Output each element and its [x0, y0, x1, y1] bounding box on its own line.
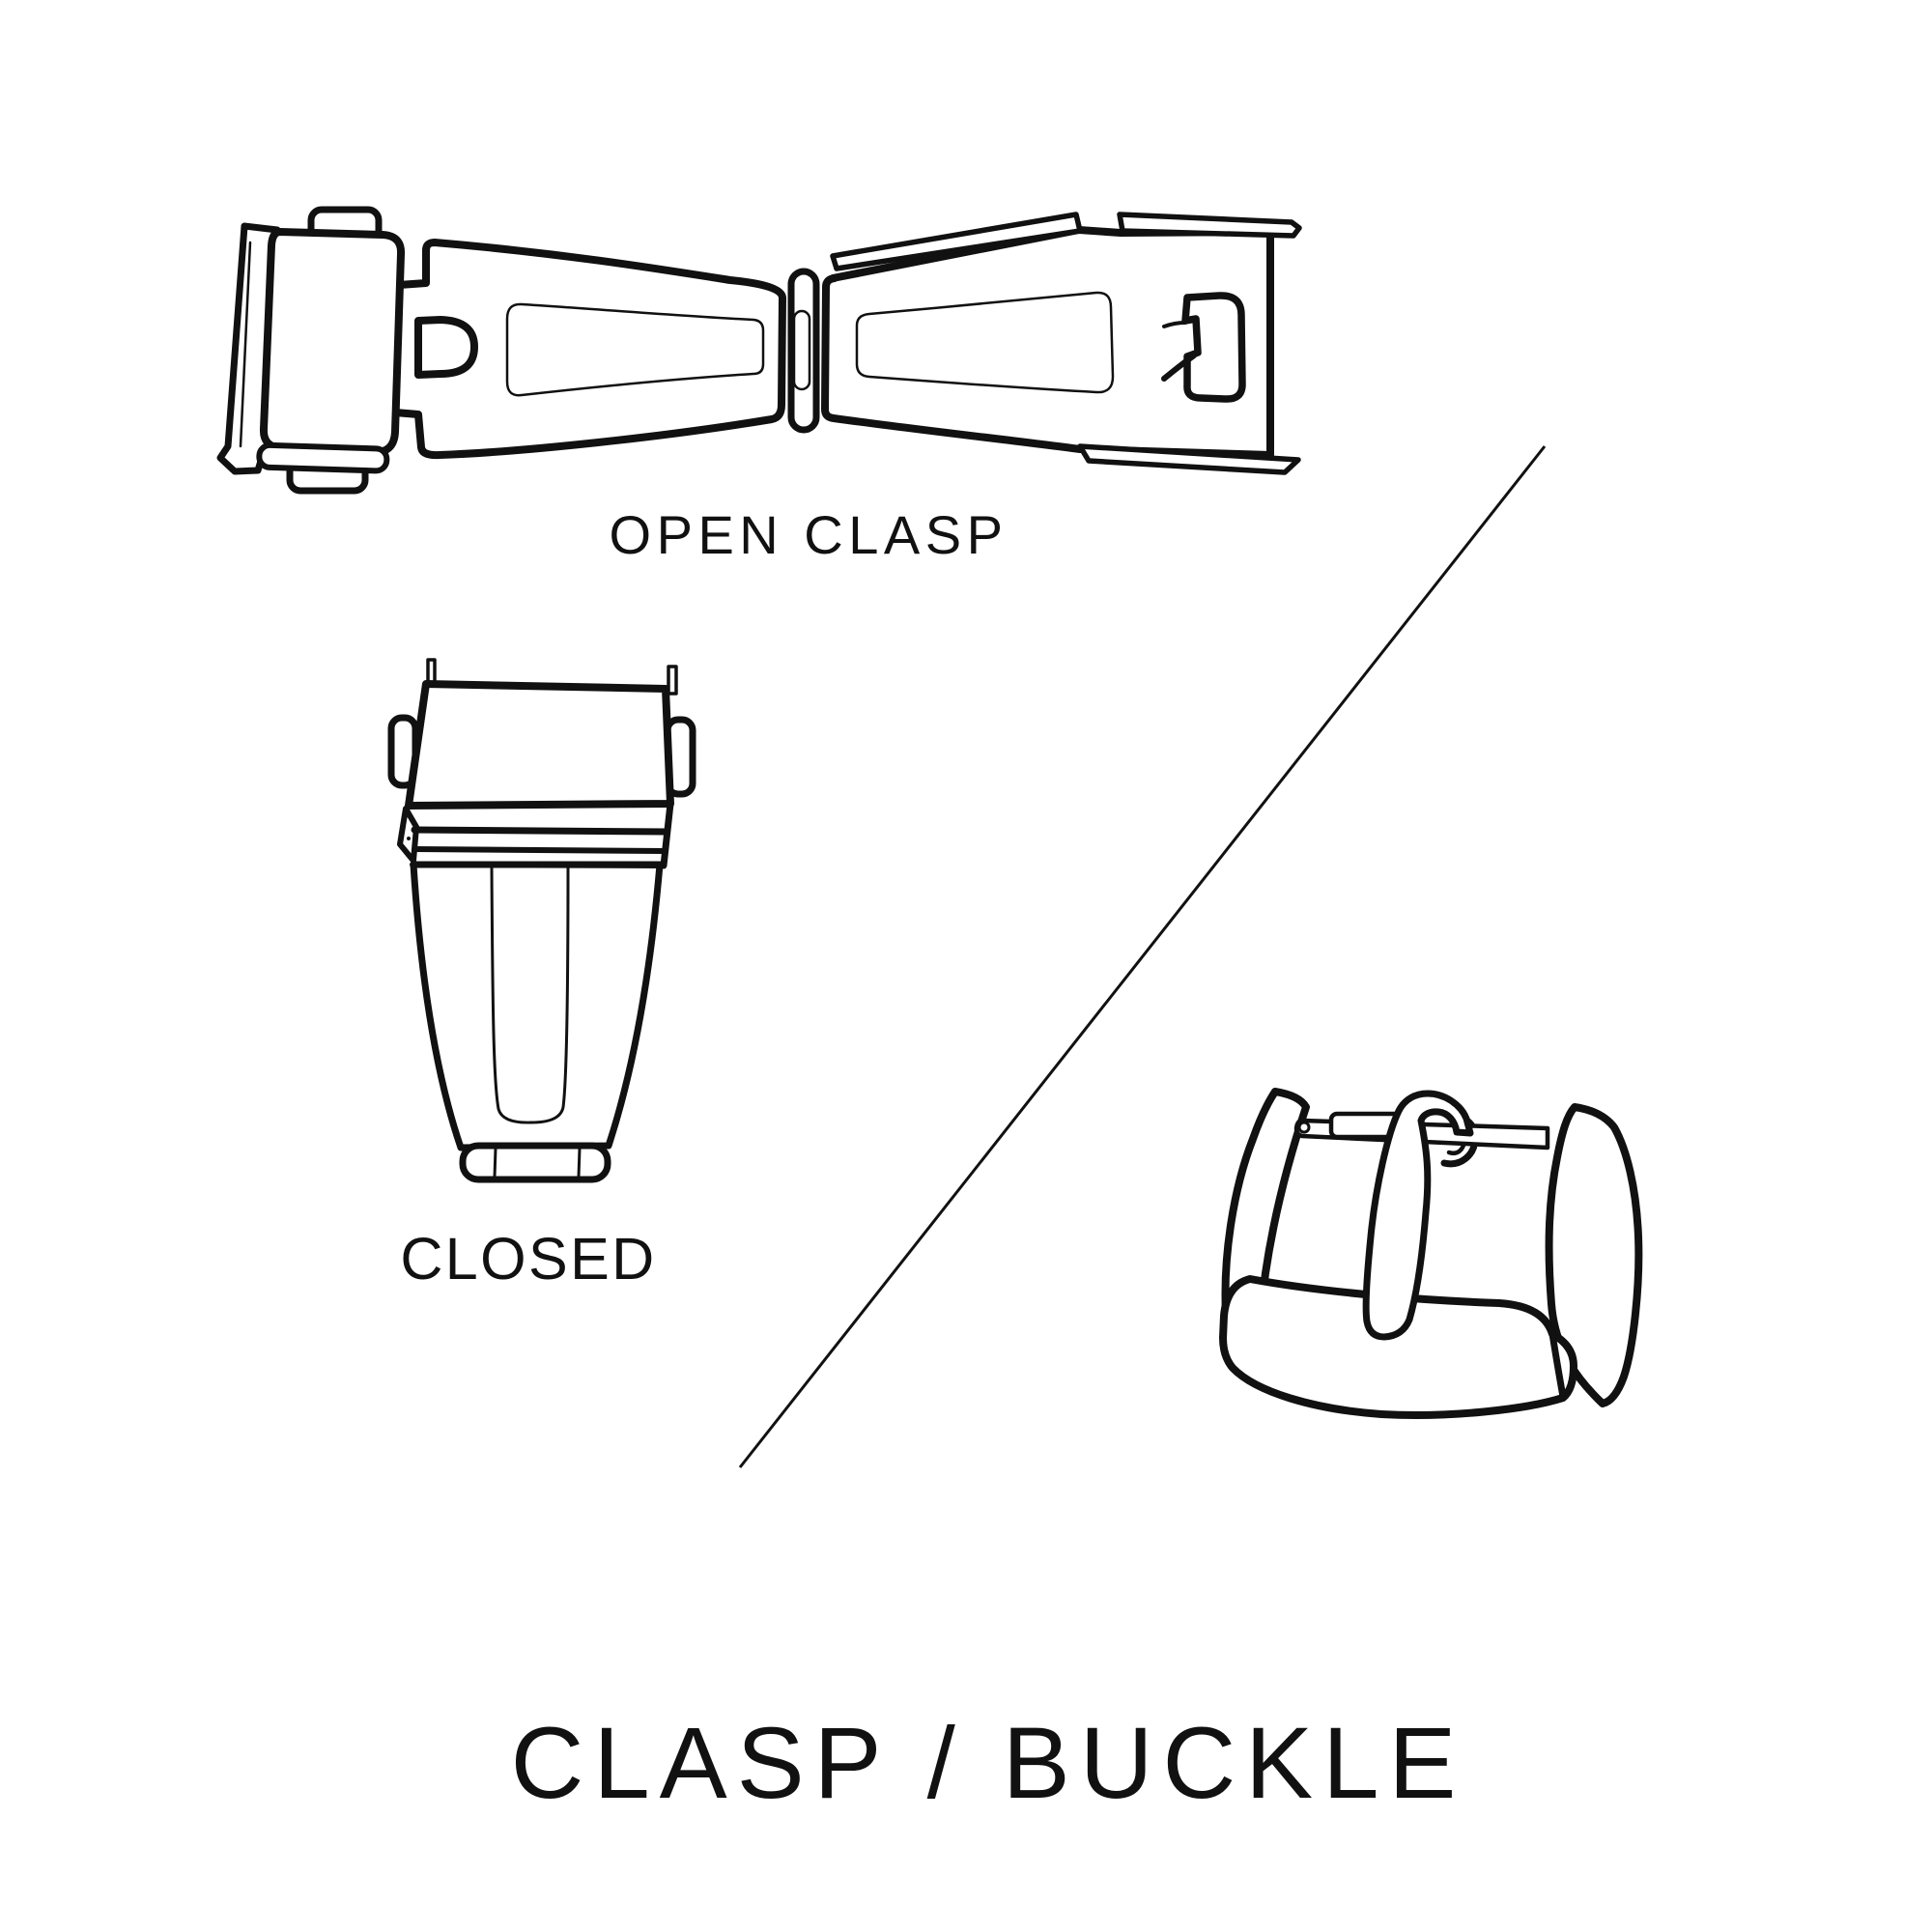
svg-text:OPEN CLASP: OPEN CLASP	[610, 504, 1009, 565]
svg-text:CLASP / BUCKLE: CLASP / BUCKLE	[511, 1707, 1466, 1820]
svg-text:CLOSED: CLOSED	[400, 1226, 656, 1292]
